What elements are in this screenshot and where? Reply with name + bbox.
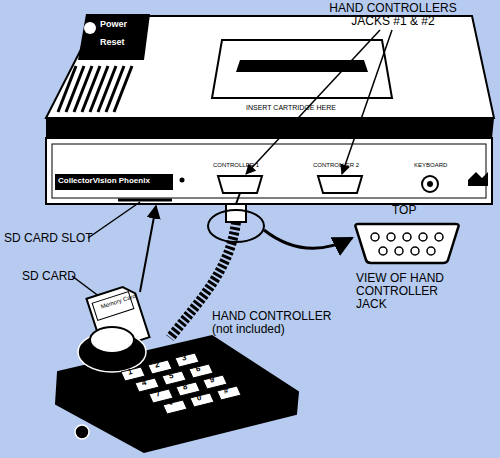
sd-slot: [118, 199, 172, 202]
keypad-key: [163, 400, 187, 414]
switch-label: Reset: [100, 38, 125, 48]
front-panel: [52, 144, 486, 198]
slot-label: INSERT CARTRIDGE HERE: [246, 104, 336, 112]
jack-highlight: [208, 210, 264, 242]
insert-arrow: [140, 206, 156, 292]
key-label: 6: [195, 365, 201, 375]
callout-label: HAND CONTROLLER (not included): [212, 310, 334, 336]
view-arrow: [264, 230, 352, 248]
card-label: Memory Card: [100, 293, 137, 311]
cartridge-slot: [236, 60, 368, 72]
switch-block: [78, 14, 150, 60]
key-label: 2: [154, 361, 160, 371]
console-front: [46, 138, 492, 204]
key-label: 8: [182, 383, 188, 393]
callout-label: SD CARD: [22, 270, 76, 283]
keyboard-port: [422, 176, 438, 192]
callout-label: TOP: [392, 204, 416, 217]
keypad: [121, 353, 241, 414]
key-label: 4: [141, 379, 147, 389]
key-label: 0: [196, 394, 202, 404]
key-label: 7: [155, 390, 161, 400]
callout-label: VIEW OF HAND CONTROLLER JACK: [356, 272, 466, 312]
key-label: #: [223, 387, 229, 397]
led: [180, 178, 185, 183]
key-label: *: [169, 401, 174, 410]
cartridge-bay: [212, 40, 392, 98]
vents: [58, 66, 132, 112]
logo-mark: [84, 22, 96, 34]
key-label: 1: [127, 368, 133, 378]
callout-label: SD CARD SLOT: [4, 232, 93, 245]
plug-neck: [236, 193, 240, 204]
leader-line: [246, 30, 380, 174]
port-label: CONTROLLER 2: [313, 162, 359, 169]
brand-logo: CollectorVision Phoenix: [58, 177, 150, 186]
logo-plate: [55, 174, 173, 190]
console-lip: [46, 118, 494, 138]
leader-line: [88, 202, 140, 238]
keypad-key: [217, 386, 241, 400]
switch-label: Power: [100, 20, 127, 30]
key-label: 5: [168, 372, 174, 382]
controller-port: [218, 176, 262, 193]
keypad-key: [190, 393, 214, 407]
joystick-knob: [90, 327, 134, 353]
callout-label: HAND CONTROLLERS JACKS #1 & #2: [328, 2, 458, 28]
jack-pins: [371, 233, 443, 255]
port-label: KEYBOARD: [414, 162, 447, 169]
jack-view: [355, 224, 458, 263]
cord-plug: [226, 204, 246, 222]
side-button: [75, 425, 89, 439]
port-label: CONTROLLER 1: [213, 162, 259, 169]
controller-port: [318, 176, 362, 193]
leader-line: [342, 30, 392, 174]
key-label: 9: [209, 376, 215, 386]
keyboard-port: [427, 181, 433, 187]
key-label: 3: [181, 354, 187, 364]
corner-logo: [468, 172, 488, 186]
